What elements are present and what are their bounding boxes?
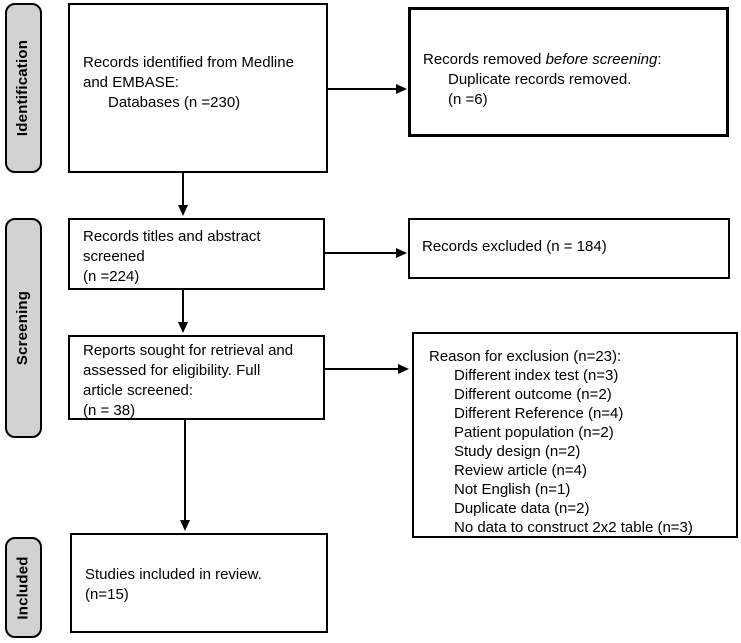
arrow-screened-to-reports-head bbox=[178, 322, 188, 333]
records-excluded-text: Records excluded (n = 184) bbox=[422, 238, 607, 255]
exclusion-reason-item: Patient population (n=2) bbox=[454, 424, 614, 441]
records-removed-line-2: Duplicate records removed. bbox=[448, 71, 632, 88]
arrow-identified-to-screened-line bbox=[182, 173, 184, 206]
arrow-screened-to-reports-line bbox=[182, 290, 184, 323]
reports-sought-line-3: article screened: bbox=[83, 382, 194, 399]
exclusion-reason-item: Different Reference (n=4) bbox=[454, 405, 624, 422]
titles-screened-line-2: screened bbox=[83, 248, 145, 265]
stage-label-screening: Screening bbox=[5, 218, 42, 438]
box-records-excluded: Records excluded (n = 184) bbox=[408, 218, 730, 279]
arrow-reports-to-included-head bbox=[180, 520, 190, 531]
records-removed-italic: before screening bbox=[545, 51, 658, 68]
arrow-screened-to-excluded-head bbox=[396, 248, 407, 258]
exclusion-reason-item: Study design (n=2) bbox=[454, 443, 581, 460]
stage-label-included-text: Included bbox=[14, 555, 32, 620]
reports-sought-line-4: (n = 38) bbox=[83, 402, 136, 419]
titles-screened-line-1: Records titles and abstract bbox=[83, 228, 261, 245]
arrow-reports-to-reasons-line bbox=[325, 368, 400, 370]
records-identified-line-3: Databases (n =230) bbox=[108, 94, 241, 111]
arrow-reports-to-included-line bbox=[184, 420, 186, 521]
arrow-reports-to-reasons-head bbox=[398, 364, 409, 374]
box-records-identified: Records identified from Medline and EMBA… bbox=[68, 3, 328, 173]
exclusion-reasons-title: Reason for exclusion (n=23): bbox=[429, 348, 622, 365]
exclusion-reason-item: Different index test (n=3) bbox=[454, 367, 619, 384]
stage-label-identification: Identification bbox=[5, 3, 42, 173]
box-records-removed: Records removed before screening: Duplic… bbox=[408, 7, 729, 137]
records-removed-line-1: Records removed before screening: bbox=[423, 50, 718, 70]
exclusion-reason-item: No data to construct 2x2 table (n=3) bbox=[454, 519, 693, 536]
arrow-identified-to-removed-line bbox=[328, 88, 398, 90]
arrow-identified-to-removed-head bbox=[396, 84, 407, 94]
studies-included-line-2: (n=15) bbox=[85, 586, 129, 603]
box-exclusion-reasons: Reason for exclusion (n=23): Different i… bbox=[412, 332, 738, 538]
stage-label-included: Included bbox=[5, 537, 42, 638]
arrow-screened-to-excluded-line bbox=[325, 252, 398, 254]
stage-label-screening-text: Screening bbox=[14, 290, 32, 366]
studies-included-line-1: Studies included in review. bbox=[85, 566, 262, 583]
reports-sought-line-1: Reports sought for retrieval and bbox=[83, 342, 294, 359]
box-titles-screened: Records titles and abstract screened (n … bbox=[68, 218, 325, 290]
box-studies-included: Studies included in review. (n=15) bbox=[70, 533, 328, 633]
box-reports-sought: Reports sought for retrieval and assesse… bbox=[68, 335, 325, 420]
reports-sought-line-2: assessed for eligibility. Full bbox=[83, 362, 261, 379]
records-identified-line-1: Records identified from Medline bbox=[83, 54, 294, 71]
stage-label-identification-text: Identification bbox=[14, 39, 32, 137]
exclusion-reason-item: Different outcome (n=2) bbox=[454, 386, 612, 403]
records-identified-line-2: and EMBASE: bbox=[83, 74, 179, 91]
titles-screened-line-3: (n =224) bbox=[83, 268, 140, 285]
arrow-identified-to-screened-head bbox=[178, 205, 188, 216]
exclusion-reason-item: Duplicate data (n=2) bbox=[454, 500, 590, 517]
records-removed-prefix: Records removed bbox=[423, 51, 546, 68]
exclusion-reason-item: Not English (n=1) bbox=[454, 481, 571, 498]
exclusion-reason-item: Review article (n=4) bbox=[454, 462, 587, 479]
records-removed-line-3: (n =6) bbox=[448, 91, 488, 108]
records-removed-suffix: : bbox=[657, 51, 662, 68]
